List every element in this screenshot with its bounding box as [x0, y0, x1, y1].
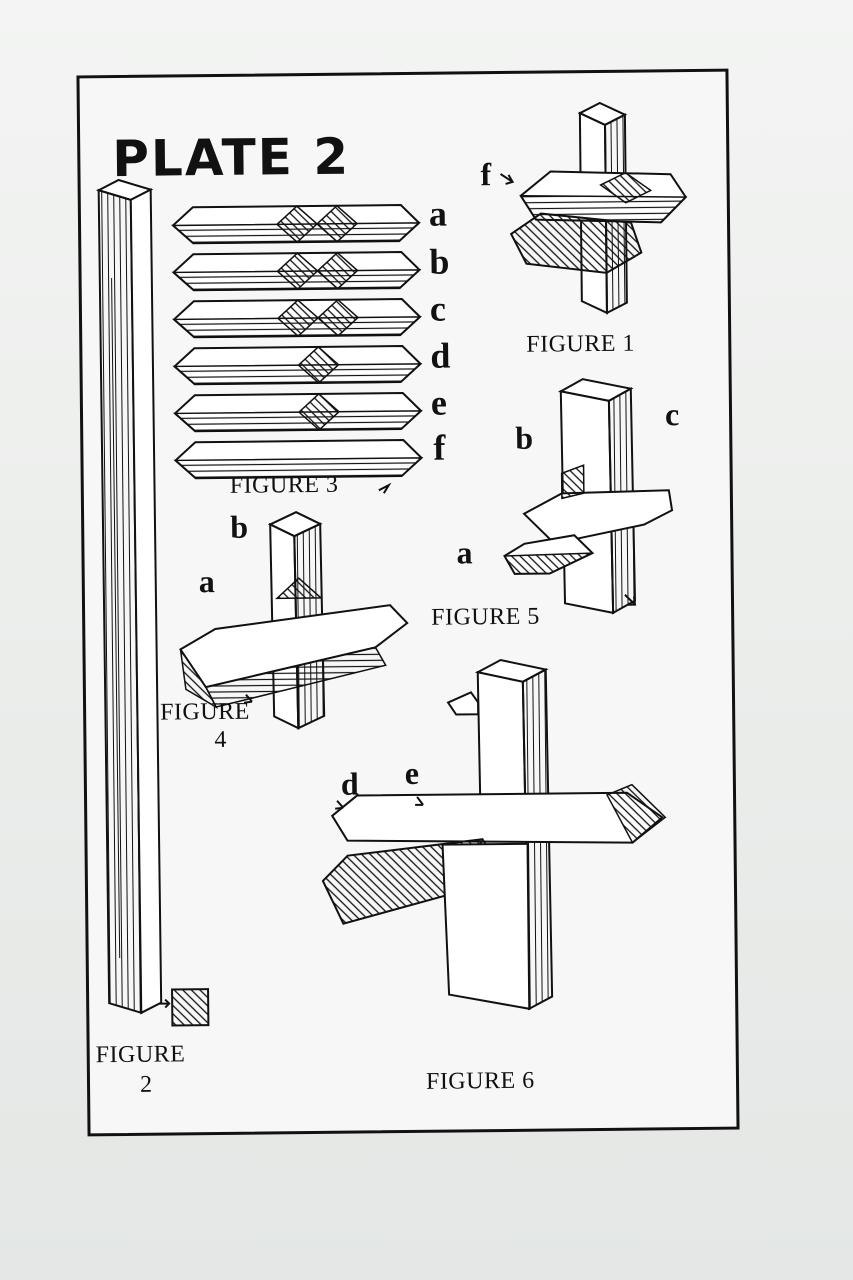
figure-4-number: 4	[214, 726, 228, 754]
figure-5-marker-b: b	[515, 419, 534, 456]
piece-label-c: c	[429, 288, 447, 329]
figure-3-pieces	[171, 204, 424, 494]
piece-label-f: f	[433, 427, 446, 468]
figure-6-caption: FIGURE 6	[425, 1067, 535, 1095]
figure-4-marker-b: b	[230, 508, 249, 545]
figure-5-partial	[503, 378, 674, 615]
figure-5-marker-a: a	[456, 534, 473, 571]
figure-6-marker-e: e	[404, 754, 420, 792]
piece-label-b: b	[429, 241, 450, 282]
piece-label-e: e	[430, 382, 448, 423]
stick-cross-section	[171, 988, 210, 1027]
piece-label-d: d	[430, 335, 451, 376]
figure-2-stick	[96, 178, 210, 1027]
figure-2-caption: FIGURE	[95, 1041, 186, 1069]
figure-6-near-complete	[321, 658, 667, 1011]
figure-5-marker-c: c	[664, 396, 680, 433]
figure-4-caption: FIGURE	[160, 698, 250, 726]
figure-4-marker-a: a	[198, 563, 215, 600]
piece-label-a: a	[428, 193, 448, 234]
plate-frame: PLATE 2	[76, 68, 740, 1137]
figure-2-number: 2	[139, 1071, 153, 1098]
figure-1-assembled	[499, 101, 688, 315]
figure-1-marker-f: f	[480, 156, 492, 193]
figure-1-caption: FIGURE 1	[526, 330, 636, 358]
figure-3-caption: FIGURE 3	[229, 471, 339, 499]
figure-6-marker-d: d	[340, 765, 359, 802]
plate-illustrations	[96, 101, 688, 1027]
figure-4-partial	[179, 511, 409, 730]
figure-5-caption: FIGURE 5	[431, 603, 540, 631]
